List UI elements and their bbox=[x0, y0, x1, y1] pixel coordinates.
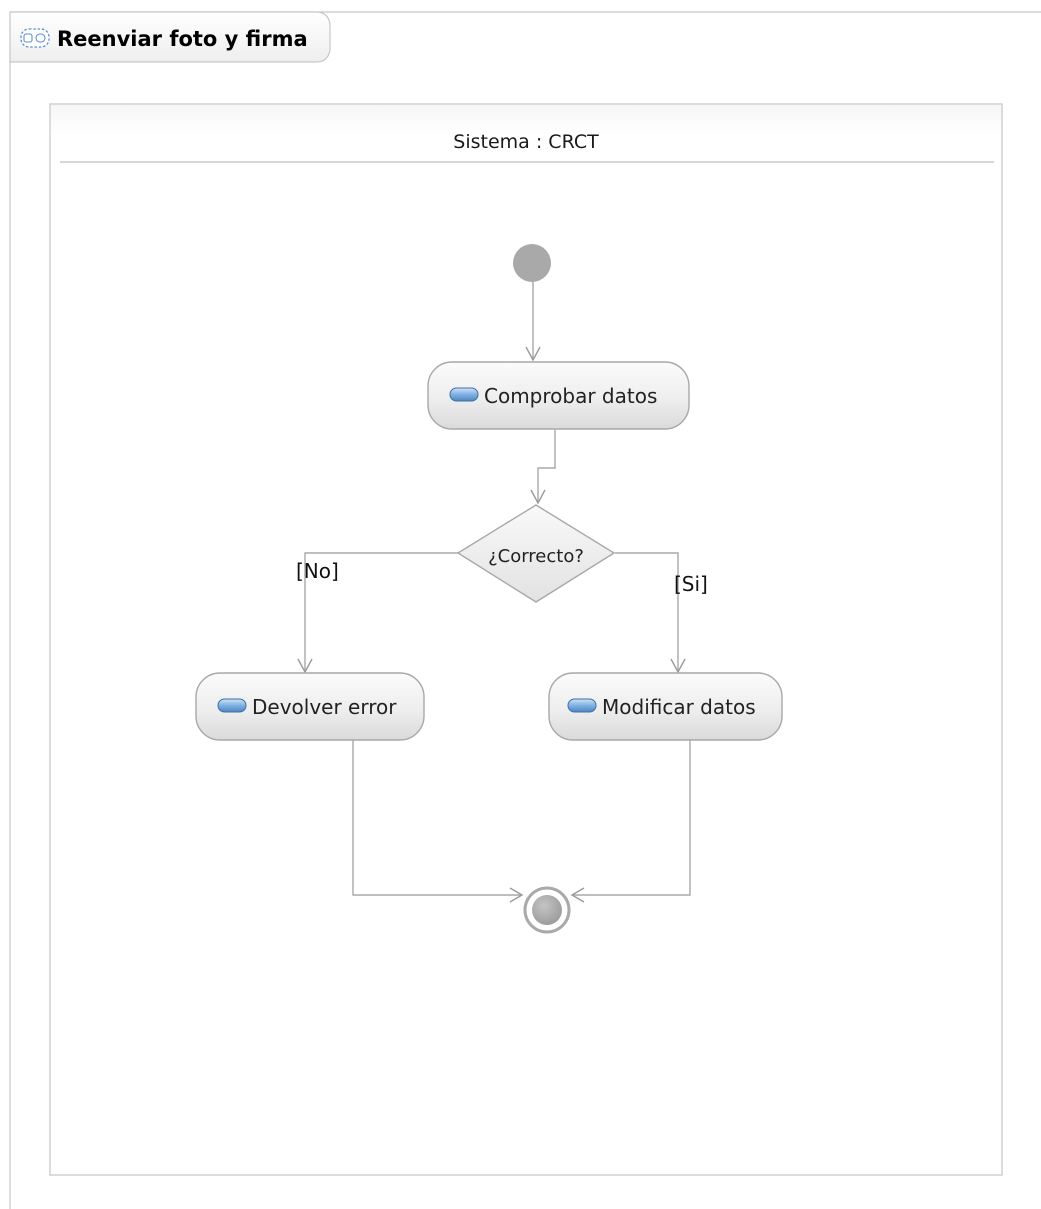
initial-node[interactable] bbox=[513, 244, 551, 282]
action-icon bbox=[217, 698, 247, 713]
flow-modify-to-final bbox=[572, 740, 691, 896]
diagram-title-tab[interactable]: Reenviar foto y firma bbox=[9, 11, 331, 63]
flow-check-to-decision bbox=[537, 430, 556, 503]
activity-icon bbox=[20, 28, 50, 48]
flow-decision-to-modify bbox=[615, 552, 679, 672]
control-flows bbox=[297, 281, 691, 903]
guard-no-label: [No] bbox=[296, 559, 339, 583]
action-check-data[interactable]: Comprobar datos bbox=[427, 361, 690, 430]
arrowhead bbox=[670, 658, 686, 674]
action-icon bbox=[449, 387, 479, 402]
swimlane-partition: Sistema : CRCT bbox=[49, 103, 1003, 1176]
arrowhead bbox=[509, 887, 524, 903]
final-node[interactable] bbox=[523, 886, 571, 934]
decision-node[interactable]: ¿Correcto? bbox=[456, 504, 616, 603]
flow-error-to-final bbox=[352, 740, 522, 896]
decision-label: ¿Correcto? bbox=[488, 546, 584, 567]
arrowhead bbox=[297, 658, 313, 674]
action-modify-data[interactable]: Modificar datos bbox=[548, 672, 783, 741]
arrowhead bbox=[530, 489, 546, 505]
partition-header bbox=[51, 105, 1001, 163]
arrowhead bbox=[525, 346, 541, 362]
action-check-label: Comprobar datos bbox=[484, 384, 657, 408]
flow-decision-to-error bbox=[304, 552, 459, 672]
action-return-error[interactable]: Devolver error bbox=[195, 672, 425, 741]
partition-name: Sistema : CRCT bbox=[453, 131, 599, 153]
partition-frame bbox=[49, 103, 1003, 1176]
action-modify-label: Modificar datos bbox=[602, 695, 756, 719]
diagram-title: Reenviar foto y firma bbox=[57, 27, 308, 51]
guard-yes-label: [Si] bbox=[674, 572, 708, 596]
arrowhead bbox=[570, 887, 585, 903]
action-error-label: Devolver error bbox=[252, 695, 397, 719]
action-icon bbox=[567, 698, 597, 713]
